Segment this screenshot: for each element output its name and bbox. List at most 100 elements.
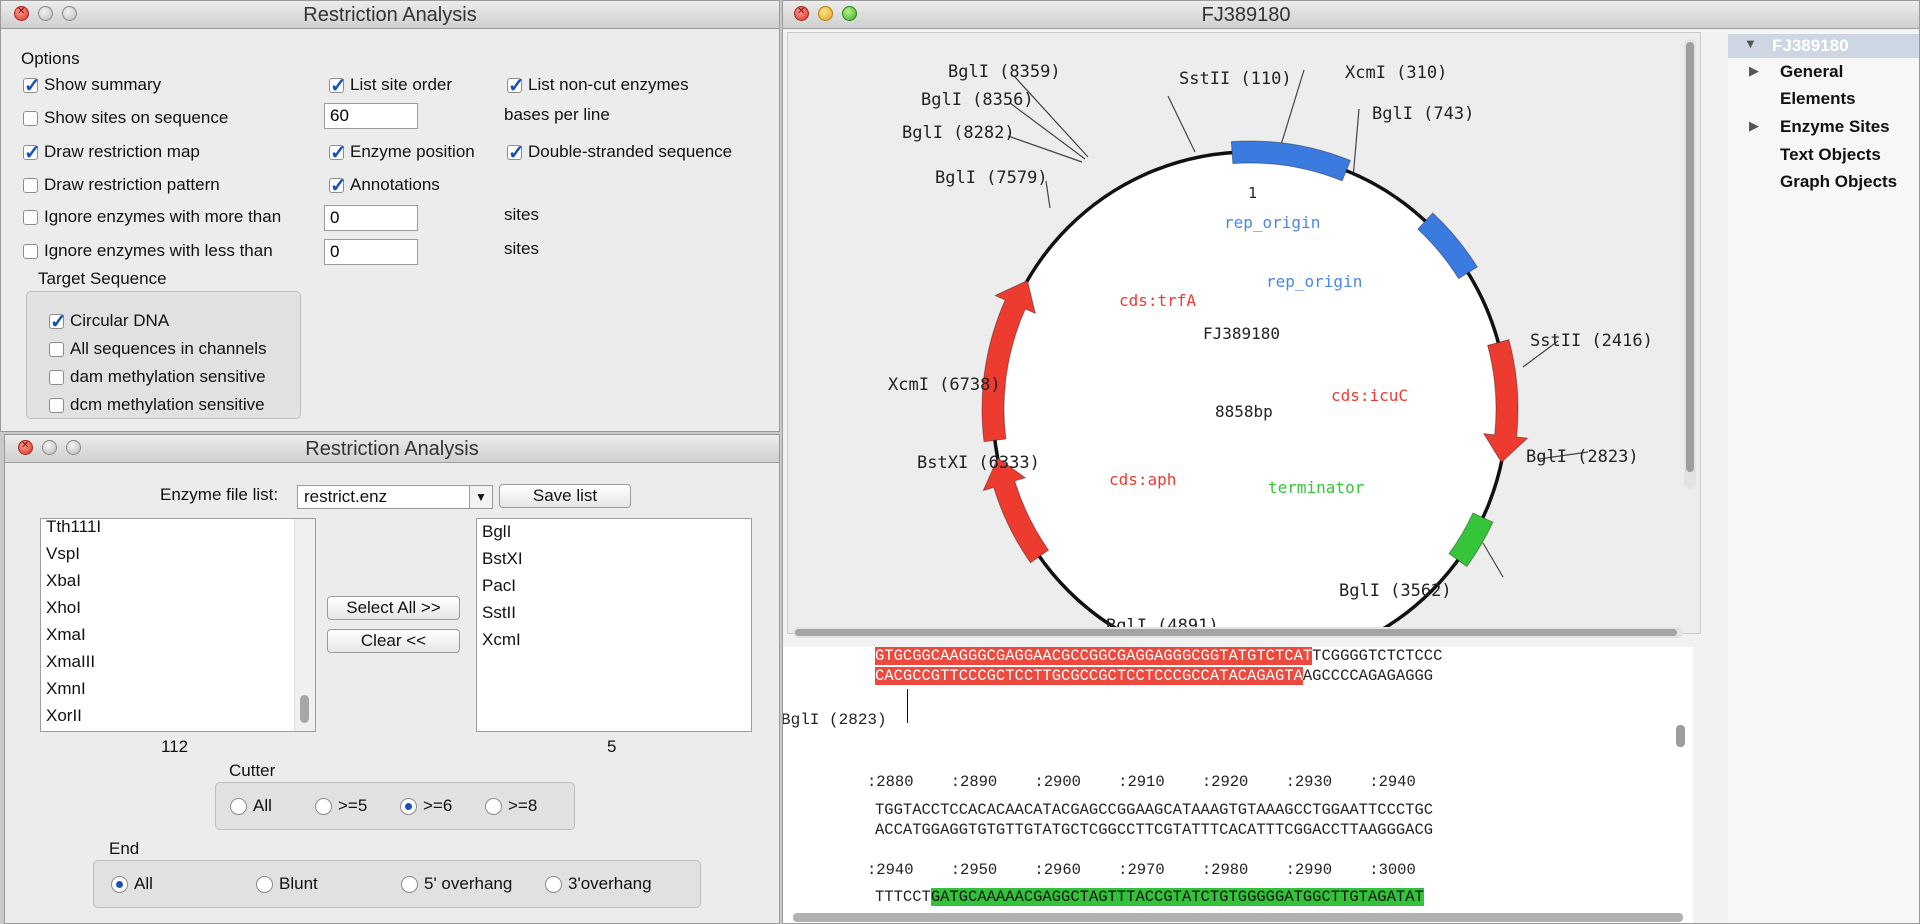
dam-methylation-checkbox[interactable]: dam methylation sensitive xyxy=(49,367,266,387)
radio-icon xyxy=(545,875,562,893)
map-vertical-scrollbar[interactable] xyxy=(1684,39,1696,489)
minimize-icon[interactable] xyxy=(818,6,833,21)
radio-icon xyxy=(315,797,332,815)
site-label[interactable]: BstXI (6333) xyxy=(917,453,1040,473)
close-icon[interactable] xyxy=(14,6,29,21)
minimize-icon[interactable] xyxy=(38,6,53,21)
circular-dna-checkbox[interactable]: Circular DNA xyxy=(49,309,169,334)
tree-item-elements[interactable]: Elements xyxy=(1780,89,1856,108)
list-item[interactable]: XmaI xyxy=(46,625,86,644)
feature-icuc[interactable] xyxy=(1482,339,1529,464)
zoom-icon[interactable] xyxy=(62,6,77,21)
close-icon[interactable] xyxy=(18,440,33,455)
list-item[interactable]: XbaI xyxy=(46,571,81,590)
clear-button[interactable]: Clear << xyxy=(327,629,460,653)
zoom-icon[interactable] xyxy=(66,440,81,455)
options-titlebar: Restriction Analysis xyxy=(1,1,779,29)
sequence-horizontal-scrollbar[interactable] xyxy=(793,913,1683,922)
site-label[interactable]: BglI (3562) xyxy=(1339,581,1452,601)
minimize-icon[interactable] xyxy=(42,440,57,455)
annotations-checkbox[interactable]: Annotations xyxy=(329,173,440,198)
tree-root[interactable]: ▼ FJ389180 xyxy=(1728,34,1919,58)
disclosure-closed-icon[interactable]: ▶ xyxy=(1749,63,1759,78)
site-label[interactable]: BglI (2823) xyxy=(1526,447,1639,467)
list-item[interactable]: XcmI xyxy=(482,630,521,649)
site-label[interactable]: SstII (2416) xyxy=(1530,331,1653,351)
site-label[interactable]: SstII (110) xyxy=(1179,69,1292,89)
save-list-button[interactable]: Save list xyxy=(499,484,631,508)
list-item[interactable]: VspI xyxy=(46,544,81,563)
map-horizontal-scrollbar[interactable] xyxy=(793,627,1683,638)
list-item[interactable]: XorII xyxy=(46,706,82,725)
cutter-5-radio[interactable]: >=5 xyxy=(315,796,367,816)
ignore-more-input[interactable] xyxy=(324,205,418,231)
feature-aph[interactable] xyxy=(982,457,1050,564)
feature-trfa[interactable] xyxy=(981,279,1037,443)
close-icon[interactable] xyxy=(794,6,809,21)
cutter-group: All >=5 >=6 >=8 xyxy=(215,782,575,830)
site-label[interactable]: XcmI (6738) xyxy=(888,375,1001,395)
draw-map-checkbox[interactable]: Draw restriction map xyxy=(23,140,200,165)
enzyme-file-select[interactable]: restrict.enz ▼ xyxy=(297,485,493,509)
scroll-thumb[interactable] xyxy=(795,629,1677,636)
target-sequence-label: Target Sequence xyxy=(38,269,167,288)
disclosure-open-icon[interactable]: ▼ xyxy=(1744,36,1757,51)
scroll-thumb[interactable] xyxy=(1686,42,1694,472)
list-item[interactable]: XmaIII xyxy=(46,652,96,671)
dcm-methylation-checkbox[interactable]: dcm methylation sensitive xyxy=(49,395,265,415)
chevron-down-icon[interactable]: ▼ xyxy=(469,486,492,508)
feature-rep-origin-2[interactable] xyxy=(1417,212,1478,280)
all-channels-checkbox[interactable]: All sequences in channels xyxy=(49,339,267,359)
ignore-less-checkbox[interactable]: Ignore enzymes with less than xyxy=(23,241,273,261)
zoom-icon[interactable] xyxy=(842,6,857,21)
cutter-label: Cutter xyxy=(229,761,276,780)
list-item[interactable]: XmnI xyxy=(46,679,86,698)
feature-label-aph: cds:aph xyxy=(1109,470,1176,489)
list-site-order-checkbox[interactable]: List site order xyxy=(329,73,452,98)
end-blunt-radio[interactable]: Blunt xyxy=(256,874,318,894)
cutter-8-radio[interactable]: >=8 xyxy=(485,796,537,816)
ignore-more-checkbox[interactable]: Ignore enzymes with more than xyxy=(23,207,281,227)
options-label: Options xyxy=(21,49,80,68)
scrollbar[interactable] xyxy=(294,519,315,731)
site-label[interactable]: BglI (743) xyxy=(1372,104,1474,124)
cutter-all-radio[interactable]: All xyxy=(230,796,272,816)
ignore-less-input[interactable] xyxy=(324,239,418,265)
sequence-vertical-scrollbar[interactable] xyxy=(1676,725,1685,747)
feature-terminator[interactable] xyxy=(1448,512,1494,568)
end-3-overhang-radio[interactable]: 3'overhang xyxy=(545,874,652,894)
site-label[interactable]: XcmI (310) xyxy=(1345,63,1447,83)
draw-pattern-checkbox[interactable]: Draw restriction pattern xyxy=(23,175,220,195)
tree-item-text-objects[interactable]: Text Objects xyxy=(1780,145,1881,164)
tree-item-graph-objects[interactable]: Graph Objects xyxy=(1780,172,1898,191)
list-item[interactable]: BglI xyxy=(482,522,512,541)
end-5-overhang-radio[interactable]: 5' overhang xyxy=(401,874,512,894)
window-title: Restriction Analysis xyxy=(305,438,479,460)
double-stranded-checkbox[interactable]: Double-stranded sequence xyxy=(507,140,732,165)
tree-item-general[interactable]: ▶General xyxy=(1749,62,1844,81)
end-all-radio[interactable]: All xyxy=(111,874,153,894)
bases-per-line-input[interactable] xyxy=(324,103,418,129)
cutter-6-radio[interactable]: >=6 xyxy=(400,796,452,816)
list-item[interactable]: SstII xyxy=(482,603,517,622)
list-item[interactable]: XhoI xyxy=(46,598,81,617)
list-item[interactable]: BstXI xyxy=(482,549,523,568)
site-label[interactable]: BglI (8282) xyxy=(902,123,1015,143)
select-all-button[interactable]: Select All >> xyxy=(327,596,460,620)
selected-enzymes-list[interactable]: BglI BstXI PacI SstII XcmI xyxy=(476,518,752,732)
site-label[interactable]: BglI (8356) xyxy=(921,90,1034,110)
list-item[interactable]: PacI xyxy=(482,576,517,595)
feature-rep-origin-1[interactable] xyxy=(1230,140,1352,182)
map-titlebar: FJ389180 xyxy=(783,1,1919,29)
show-sites-checkbox[interactable]: Show sites on sequence xyxy=(23,108,228,128)
show-summary-checkbox[interactable]: Show summary xyxy=(23,73,161,98)
scroll-thumb[interactable] xyxy=(300,695,309,723)
list-item[interactable]: Tth111I xyxy=(46,518,102,536)
site-label[interactable]: BglI (7579) xyxy=(935,168,1048,188)
list-noncut-checkbox[interactable]: List non-cut enzymes xyxy=(507,73,689,98)
enzyme-position-checkbox[interactable]: Enzyme position xyxy=(329,140,475,165)
site-label[interactable]: BglI (8359) xyxy=(948,62,1061,82)
available-enzymes-list[interactable]: Tth111I VspI XbaI XhoI XmaI XmaIII XmnI … xyxy=(40,518,316,732)
tree-item-enzyme-sites[interactable]: ▶Enzyme Sites xyxy=(1749,117,1890,136)
disclosure-closed-icon[interactable]: ▶ xyxy=(1749,118,1759,133)
